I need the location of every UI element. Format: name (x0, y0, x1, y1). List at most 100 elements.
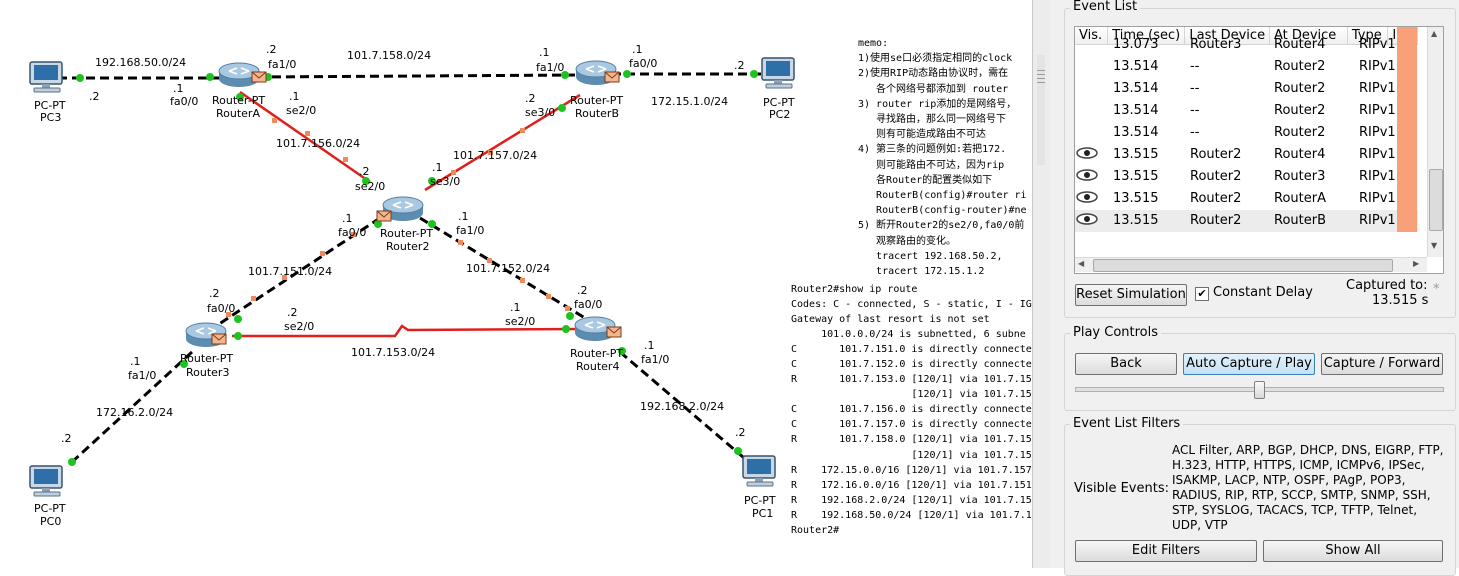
router2-icon[interactable] (376, 196, 424, 222)
pc3-icon[interactable] (29, 61, 63, 93)
memo-line: RouterB(config-router)#ne (858, 205, 1027, 217)
link-routera-routerb[interactable] (257, 73, 579, 79)
packet-markers (226, 118, 570, 317)
logical-workspace[interactable]: PC-PT PC3 PC-PT PC2 PC-PT PC0 PC-PT PC1 … (0, 0, 1032, 568)
reset-simulation-button[interactable]: Reset Simulation (1075, 284, 1187, 306)
event-info (1397, 210, 1417, 232)
info-color-swatch (1397, 166, 1417, 188)
col-last-device[interactable]: Last Device (1184, 27, 1270, 45)
cli-line: C 101.7.157.0 is directly connecte (791, 419, 1032, 431)
event-vis[interactable] (1075, 122, 1109, 144)
memo-line: 2)使用RIP动态路由协议时，需在 (858, 68, 1009, 80)
col-vis[interactable]: Vis. (1075, 27, 1109, 45)
cli-line: R 101.7.158.0 [120/1] via 101.7.15 (791, 434, 1032, 446)
host-label: .2 (61, 432, 72, 445)
event-vis[interactable] (1075, 100, 1109, 122)
eye-icon[interactable] (1076, 147, 1098, 159)
link-router3-router4[interactable] (232, 324, 581, 338)
event-info (1397, 122, 1417, 144)
event-vis[interactable] (1075, 34, 1109, 56)
memo-line: tracert 172.15.1.2 (858, 266, 985, 276)
routera-name-label: RouterA (216, 107, 260, 120)
event-last-device: -- (1190, 81, 1200, 96)
event-vis[interactable] (1075, 188, 1109, 210)
eye-icon[interactable] (1076, 169, 1098, 181)
network-label: 192.168.50.0/24 (95, 56, 187, 69)
scroll-up-arrow-icon[interactable]: ▲ (1431, 29, 1438, 38)
pc0-icon[interactable] (29, 465, 63, 497)
event-row[interactable]: 13.073Router3Router2RIPv1 (1075, 27, 1418, 34)
event-vis[interactable] (1075, 27, 1109, 34)
link-router4-pc1[interactable] (619, 350, 751, 465)
show-all-button[interactable]: Show All (1263, 540, 1443, 562)
link-routerb-router2[interactable] (424, 93, 581, 192)
router4-name-label: Router4 (576, 360, 620, 373)
scroll-down-arrow-icon[interactable]: ▼ (1431, 241, 1438, 250)
info-color-swatch (1397, 188, 1417, 210)
network-label: 172.16.2.0/24 (96, 406, 174, 419)
event-list-table[interactable]: Vis. Time (sec) Last Device At Device Ty… (1075, 27, 1418, 258)
info-color-swatch (1397, 78, 1417, 100)
event-list-hscroll-thumb[interactable] (1093, 259, 1393, 272)
event-at-device: Router2 (1274, 125, 1326, 140)
edit-filters-button[interactable]: Edit Filters (1075, 540, 1257, 562)
router4-icon[interactable] (574, 316, 622, 342)
speed-slider-thumb[interactable] (1253, 381, 1265, 399)
router2-name-label: Router2 (386, 240, 430, 253)
routerb-type-label: Router-PT (570, 94, 624, 107)
interface-label: se3/0 (525, 106, 556, 119)
col-at-device[interactable]: At Device (1269, 27, 1348, 45)
event-vis[interactable] (1075, 166, 1109, 188)
eye-icon[interactable] (1076, 213, 1098, 225)
panel-splitter[interactable] (1032, 0, 1051, 568)
event-vis[interactable] (1075, 144, 1109, 166)
pc3-type-label: PC-PT (34, 99, 66, 112)
col-type[interactable]: Type (1347, 27, 1389, 45)
event-list-vscroll-thumb[interactable] (1429, 169, 1443, 231)
event-time: 13.514 (1113, 59, 1159, 74)
cli-line: R 192.168.2.0/24 [120/1] via 101.7.15 (791, 494, 1032, 506)
scroll-left-arrow-icon[interactable]: ◀ (1078, 259, 1085, 268)
host-label: .1 (644, 339, 655, 352)
event-vis[interactable] (1075, 210, 1109, 232)
event-list-vscrollbar[interactable]: ▲ ▼ (1427, 27, 1443, 257)
splitter-grip[interactable] (1037, 55, 1045, 165)
visible-events-list: ACL Filter, ARP, BGP, DHCP, DNS, EIGRP, … (1172, 443, 1444, 532)
capture-forward-button[interactable]: Capture / Forward (1321, 353, 1443, 375)
cli-line: R 192.168.50.0/24 [120/1] via 101.7.1 (791, 509, 1032, 521)
auto-capture-play-button[interactable]: Auto Capture / Play (1183, 353, 1315, 375)
back-button[interactable]: Back (1075, 353, 1177, 375)
event-list-hscrollbar[interactable]: ◀ ▶ (1075, 257, 1427, 272)
routera-icon[interactable] (218, 62, 267, 88)
host-label: .1 (432, 161, 443, 174)
pc1-icon[interactable] (742, 455, 776, 487)
routerb-icon[interactable] (575, 60, 620, 86)
event-last-device: Router3 (1186, 27, 1270, 34)
check-icon: ✔ (1197, 287, 1207, 300)
scroll-right-arrow-icon[interactable]: ▶ (1413, 259, 1420, 268)
network-label: 101.7.151.0/24 (248, 265, 333, 278)
event-vis[interactable] (1075, 56, 1109, 78)
event-vis[interactable] (1075, 78, 1109, 100)
link-routera-router2[interactable] (239, 90, 371, 184)
event-last-device: Router2 (1190, 169, 1242, 184)
link-router2-router4[interactable] (419, 216, 586, 320)
constant-delay-checkbox[interactable]: ✔ (1195, 287, 1209, 301)
topology-canvas[interactable] (0, 0, 1032, 568)
pc2-icon[interactable] (761, 57, 795, 89)
col-time[interactable]: Time (sec) (1107, 27, 1186, 45)
router3-icon[interactable] (185, 322, 227, 348)
interface-label: se2/0 (355, 180, 386, 193)
eye-icon[interactable] (1076, 191, 1098, 203)
